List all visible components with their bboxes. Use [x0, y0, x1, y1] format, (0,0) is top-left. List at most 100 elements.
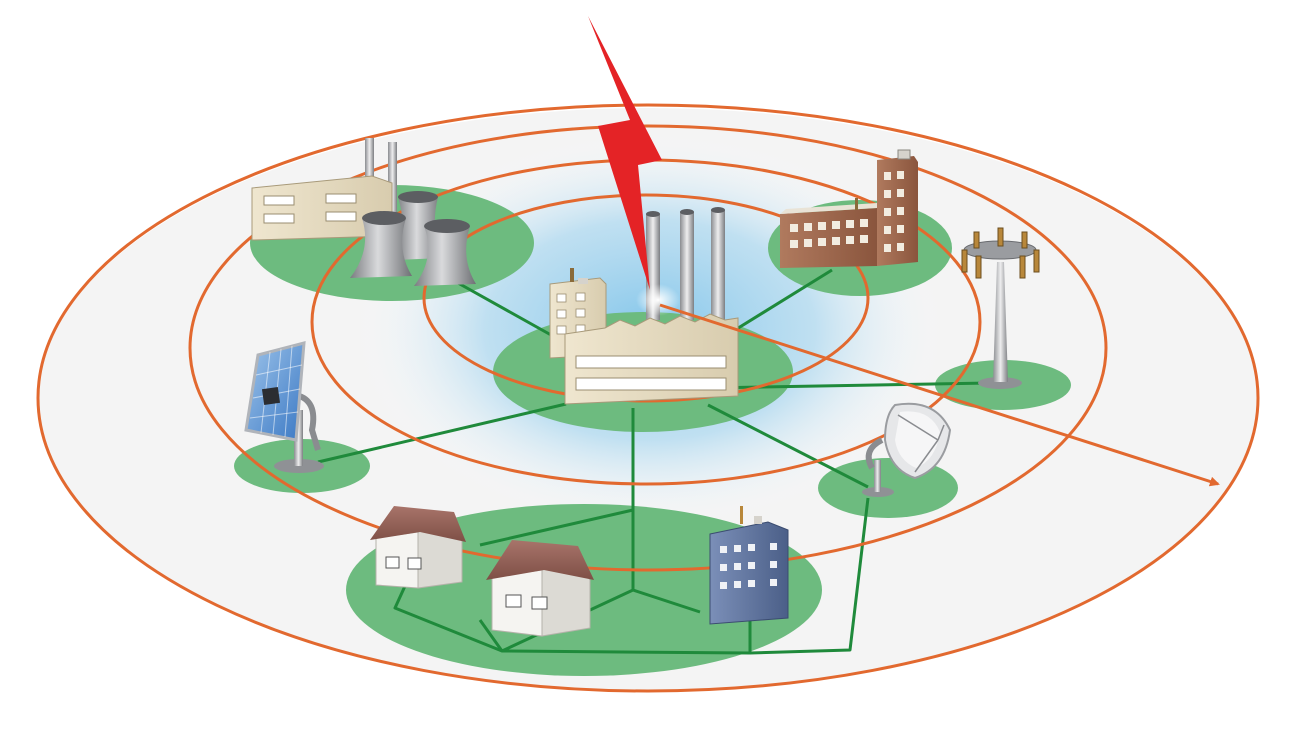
apartment-body: [709, 521, 789, 625]
office-window: [884, 208, 891, 216]
cooling-tower-left-rim: [362, 211, 406, 225]
apartment-window: [748, 544, 755, 551]
apartment-window: [720, 582, 727, 589]
office-window: [818, 238, 826, 246]
plant-annex-unit: [578, 278, 588, 284]
office-window: [897, 225, 904, 233]
plant-annex-vent: [570, 268, 574, 282]
apartment-window: [770, 543, 777, 550]
apartment-window: [720, 546, 727, 553]
house-left-window: [407, 557, 422, 570]
ring-4: [36, 103, 1260, 693]
tower-antenna: [961, 249, 968, 273]
dish-strut: [914, 439, 939, 473]
link-nuclear: [457, 281, 561, 342]
office-window: [897, 171, 904, 179]
tower-antenna: [997, 227, 1004, 247]
tower-mast: [993, 262, 1008, 382]
office-window: [897, 243, 904, 251]
tower-antenna: [1019, 255, 1026, 279]
dish-strut: [897, 414, 939, 441]
annex-window: [575, 308, 586, 318]
office-window: [804, 223, 812, 231]
apartment-window: [748, 562, 755, 569]
ring-1: [422, 193, 870, 403]
plant-window-top: [575, 355, 727, 369]
house-left-roof: [370, 506, 466, 542]
lightning-bolt-icon: [588, 16, 662, 290]
apartment-window: [770, 561, 777, 568]
patch-satellite-dish: [818, 458, 958, 518]
solar-grid-line: [255, 364, 303, 376]
plant-chimney-1-top: [646, 211, 660, 217]
tower-antenna: [973, 231, 980, 249]
office-antenna: [855, 198, 858, 210]
apartment-windows: [720, 543, 777, 589]
radius-arrow: [659, 303, 1220, 487]
plant-window-bottom: [575, 377, 727, 391]
cooling-tower-icon: [251, 138, 476, 286]
plant-flash: [636, 284, 680, 316]
apartment-window: [770, 579, 777, 586]
office-window: [884, 244, 891, 252]
apartment-window: [748, 580, 755, 587]
house-right-window: [531, 596, 548, 610]
nuclear-window-1: [263, 195, 295, 206]
office-windows: [790, 171, 904, 252]
link-house-grid: [479, 508, 701, 614]
power-plant-icon: [549, 207, 739, 405]
link-solar: [317, 402, 567, 464]
solar-panel-icon: [244, 341, 324, 473]
nuclear-window-4: [325, 211, 357, 222]
link-house-grid-3: [478, 619, 504, 652]
cell-tower-icon: [961, 227, 1040, 389]
plant-chimney-3-top: [711, 207, 725, 213]
house-icon: [486, 540, 594, 637]
office-window: [860, 235, 868, 243]
office-window: [818, 222, 826, 230]
annex-window: [556, 325, 567, 335]
cooling-tower-right: [414, 222, 476, 286]
plant-chimney-2: [680, 212, 694, 320]
office-window: [860, 219, 868, 227]
dish-strut: [937, 424, 945, 441]
apartment-antenna: [740, 506, 743, 524]
office-roof: [780, 203, 877, 214]
link-dish-residential: [749, 497, 870, 655]
apartment-window: [734, 563, 741, 570]
plant-chimney-2-top: [680, 209, 694, 215]
cooling-tower-right-rim: [424, 219, 470, 233]
apartment-window: [734, 545, 741, 552]
annex-window: [556, 309, 567, 319]
office-window: [790, 224, 798, 232]
office-window: [832, 237, 840, 245]
tower-antenna: [1033, 249, 1040, 273]
ring-3: [188, 124, 1108, 572]
plant-annex-windows: [556, 292, 586, 335]
office-window: [897, 189, 904, 197]
house-icon: [370, 506, 466, 589]
apartment-window: [734, 581, 741, 588]
office-window: [790, 240, 798, 248]
apartment-icon: [709, 506, 789, 625]
house-right-window: [505, 594, 522, 608]
house-left-window: [385, 556, 400, 569]
office-building-icon: [780, 149, 918, 268]
dish-struts: [897, 414, 945, 473]
office-roof-unit: [897, 149, 911, 160]
annex-window: [575, 292, 586, 302]
link-office: [734, 268, 833, 332]
nuclear-office: [251, 175, 393, 241]
cooling-tower-back-rim: [398, 191, 438, 203]
nuclear-window-3: [263, 213, 295, 224]
apartment-window: [720, 564, 727, 571]
solar-grid-line: [249, 411, 299, 419]
solar-post: [294, 410, 303, 466]
office-window: [846, 236, 854, 244]
plant-chimney-3: [711, 210, 725, 322]
nuclear-window-2: [325, 193, 357, 204]
link-dish: [707, 403, 869, 489]
office-window: [897, 207, 904, 215]
